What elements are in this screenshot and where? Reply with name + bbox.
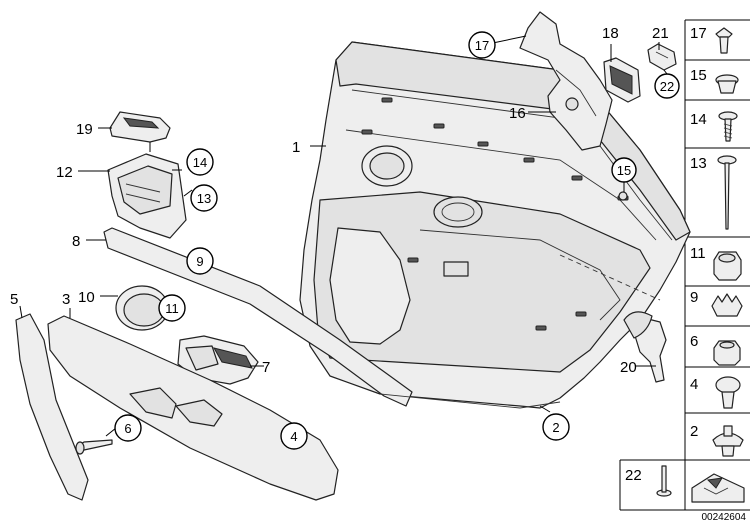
callout-8: 8 (72, 233, 80, 250)
long-screw-icon (717, 155, 737, 230)
table-label-22: 22 (625, 467, 642, 484)
table-label-2: 2 (690, 423, 698, 440)
sheet-metal-screw-icon (718, 111, 738, 142)
callout-21: 21 (652, 25, 669, 42)
table-label-9: 9 (690, 289, 698, 306)
callouts: 1 16 18 21 19 12 8 10 3 5 7 20 17 22 15 … (10, 25, 680, 450)
direction-arrow-icon (691, 473, 745, 503)
callout-1: 1 (292, 139, 300, 156)
inner-door-handle (177, 335, 259, 385)
callout-18: 18 (602, 25, 619, 42)
callout-11-circled: 11 (165, 301, 179, 316)
small-screw-icon (656, 465, 672, 497)
callout-15-circled: 15 (617, 163, 631, 178)
trim-screw (75, 439, 113, 455)
clip-rivet-icon (715, 376, 741, 409)
reinforcement-bracket (519, 11, 613, 151)
armrest-trim (47, 315, 339, 501)
callout-14-circled: 14 (193, 155, 207, 170)
table-label-15: 15 (690, 67, 707, 84)
callout-19: 19 (76, 121, 93, 138)
callout-22-circled: 22 (660, 79, 674, 94)
callout-2-circled: 2 (552, 420, 559, 435)
upper-trim-strip (103, 227, 413, 407)
table-label-6: 6 (690, 333, 698, 350)
callout-16: 16 (509, 105, 526, 122)
fir-tree-clip-icon (712, 425, 744, 457)
hex-nut-icon (713, 251, 742, 281)
table-label-11: 11 (690, 245, 706, 262)
collar-nut-icon (713, 340, 741, 366)
callout-5: 5 (10, 291, 18, 308)
table-labels: 17 15 14 13 11 9 6 4 2 22 (625, 25, 707, 484)
expanding-nut-icon (715, 74, 739, 94)
callout-3: 3 (62, 291, 70, 308)
lower-sill-edge (379, 393, 561, 409)
callout-7: 7 (262, 359, 270, 376)
handle-housing (107, 153, 187, 239)
lower-bracket (623, 311, 667, 383)
table-label-14: 14 (690, 111, 707, 128)
switch-bezel (109, 111, 171, 152)
vertical-trim (15, 313, 89, 501)
callout-4-circled: 4 (290, 429, 297, 444)
callout-17-circled: 17 (475, 38, 489, 53)
table-label-4: 4 (690, 376, 698, 393)
door-trim-panel (299, 41, 691, 409)
speaker-grille (115, 285, 169, 331)
callout-12: 12 (56, 164, 73, 181)
callout-6-circled: 6 (124, 421, 131, 436)
table-label-17: 17 (690, 25, 707, 42)
spring-clip-icon (711, 293, 743, 317)
fastener-table (619, 19, 750, 511)
callout-10: 10 (78, 289, 95, 306)
retaining-clip (647, 43, 677, 71)
window-switch (603, 57, 641, 103)
table-label-13: 13 (690, 155, 707, 172)
panel-screw (618, 191, 628, 201)
callout-20: 20 (620, 359, 637, 376)
callout-13-circled: 13 (197, 191, 211, 206)
push-rivet-icon (715, 27, 733, 54)
diagram-reference-number: 00242604 (702, 512, 747, 523)
callout-9-circled: 9 (196, 254, 203, 269)
